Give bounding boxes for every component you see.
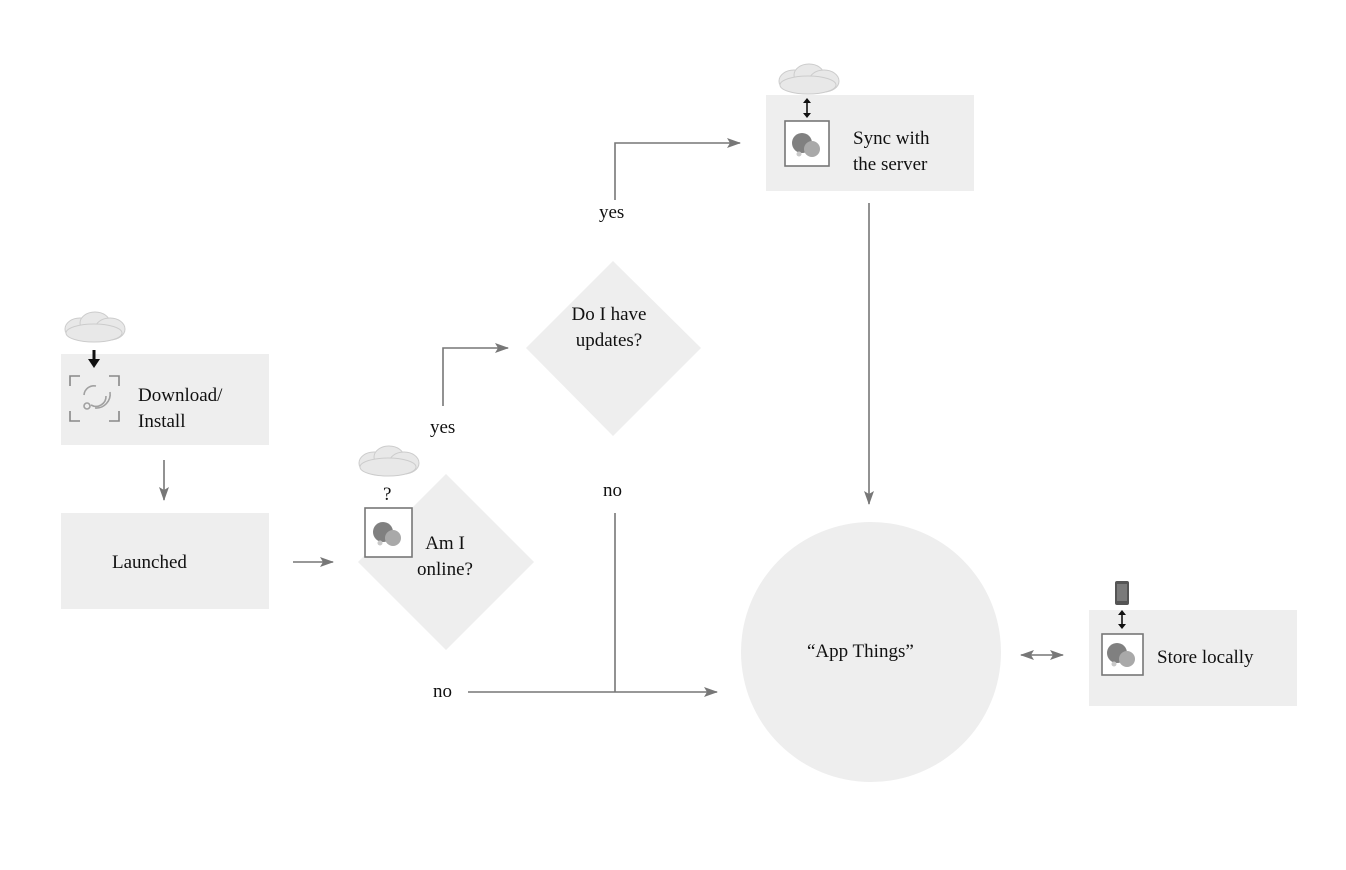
online-question-label: Am I online? <box>417 533 473 580</box>
edge-label-updates-no: no <box>603 480 622 501</box>
app-icon <box>784 120 830 167</box>
cloud-icon <box>358 445 420 477</box>
download-arrow-icon <box>88 350 100 368</box>
store-locally-label: Store locally <box>1157 647 1254 668</box>
app-things-label: “App Things” <box>807 641 914 662</box>
app-icon <box>364 507 413 558</box>
two-way-arrow-icon <box>1118 610 1126 629</box>
edge-updates-yes <box>614 138 741 200</box>
install-frame-icon <box>69 375 120 422</box>
cloud-icon <box>64 311 126 343</box>
launched-label: Launched <box>112 552 187 573</box>
updates-question-label: Do I have updates? <box>571 304 647 351</box>
edge-label-online-no: no <box>433 681 452 702</box>
download-install-label: Download/ Install <box>138 385 223 432</box>
edge-online-yes <box>442 343 509 406</box>
app-icon <box>1101 633 1144 676</box>
updates-diamond <box>526 261 701 436</box>
cloud-icon <box>778 63 840 95</box>
two-way-arrow-icon <box>803 98 811 118</box>
launched-box <box>61 513 269 609</box>
online-question-badge: ? <box>383 484 392 505</box>
edge-label-updates-yes: yes <box>599 202 625 223</box>
sync-label: Sync with the server <box>853 128 930 175</box>
download-box <box>61 354 269 445</box>
phone-icon <box>1115 581 1129 605</box>
edge-label-online-yes: yes <box>430 417 456 438</box>
app-things-circle <box>741 522 1001 782</box>
